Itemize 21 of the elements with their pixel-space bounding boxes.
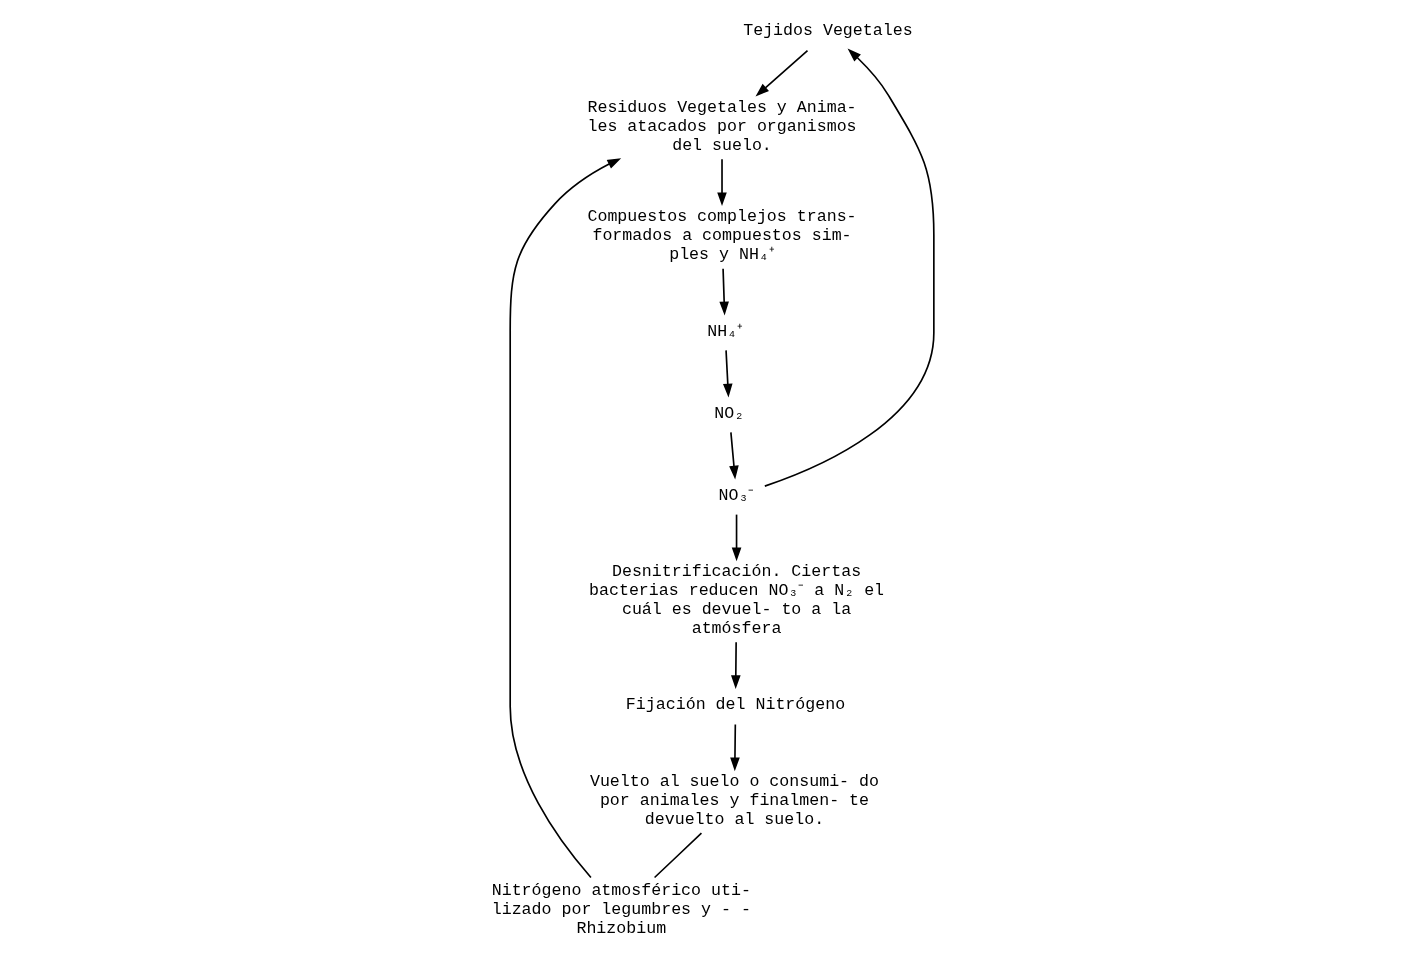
node-text: Tejidos Vegetales [743,21,913,41]
node-text: Compuestos complejos trans- formados a compuestos sim- ples y NH₄⁺ [587,207,857,264]
node-text: Residuos Vegetales y Anima- les atacados por organismos del suelo. [587,98,857,155]
arrow [717,158,727,207]
arrow [723,349,733,398]
node-text: Nitrógeno atmosférico uti- lizado por legumbres y - - Rhizobium [491,881,751,938]
node-text: Fijación del Nitrógeno [625,695,846,715]
arrow [764,48,935,487]
arrow [719,267,729,316]
arrow [509,158,622,879]
node-text: Desnitrificación. Ciertas bacterias reducen NO₃⁻ a N₂ el cuál es devuel- to a la atmósfera [589,562,885,638]
node-text: NH₄⁺ [707,321,744,341]
arrow [730,723,740,772]
arrow [729,431,739,480]
arrow [731,641,741,690]
arrow [731,513,742,562]
node-text: Vuelto al suelo o consumi- do por animales y finalmen- te devuelto al suelo. [589,772,880,829]
node-text: NO₂ [714,403,745,423]
arrow [755,49,809,97]
node-text: NO₃⁻ [718,485,755,505]
connector [653,832,703,879]
